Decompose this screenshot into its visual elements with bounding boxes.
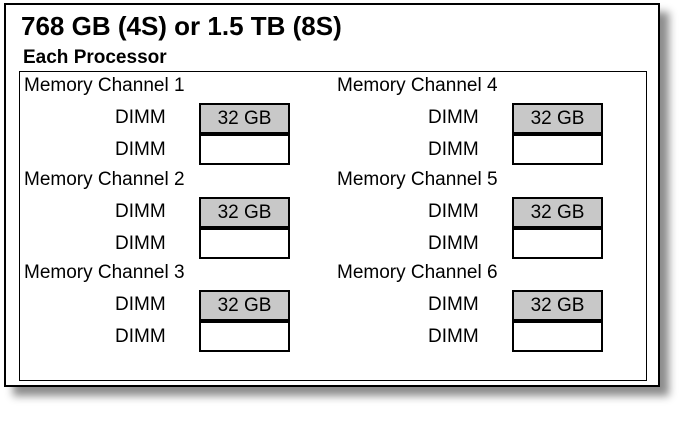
memory-channel-5: Memory Channel 5 DIMM 32 GB DIMM xyxy=(333,166,633,261)
channel-label: Memory Channel 1 xyxy=(24,75,185,96)
dimm-label: DIMM xyxy=(115,326,166,347)
dimm-label: DIMM xyxy=(428,107,479,128)
dimm-label: DIMM xyxy=(428,233,479,254)
dimm-slot-populated: 32 GB xyxy=(512,197,603,228)
memory-channel-2: Memory Channel 2 DIMM 32 GB DIMM xyxy=(20,166,320,261)
config-subtitle: Each Processor xyxy=(23,47,167,68)
config-title: 768 GB (4S) or 1.5 TB (8S) xyxy=(21,11,342,41)
memory-channel-4: Memory Channel 4 DIMM 32 GB DIMM xyxy=(333,72,633,167)
channel-label: Memory Channel 5 xyxy=(337,169,498,190)
dimm-label: DIMM xyxy=(428,139,479,160)
dimm-label: DIMM xyxy=(115,233,166,254)
dimm-label: DIMM xyxy=(115,294,166,315)
dimm-slot-empty xyxy=(512,134,603,165)
dimm-label: DIMM xyxy=(115,139,166,160)
dimm-slot-empty xyxy=(512,228,603,259)
memory-channel-3: Memory Channel 3 DIMM 32 GB DIMM xyxy=(20,259,320,354)
dimm-slot-empty xyxy=(199,321,290,352)
dimm-slot-populated: 32 GB xyxy=(512,103,603,134)
memory-config-card: 768 GB (4S) or 1.5 TB (8S) Each Processo… xyxy=(4,3,660,387)
dimm-slot-populated: 32 GB xyxy=(199,290,290,321)
dimm-slot-populated: 32 GB xyxy=(199,197,290,228)
processor-panel: Memory Channel 1 DIMM 32 GB DIMM Memory … xyxy=(19,71,647,381)
dimm-slot-populated: 32 GB xyxy=(512,290,603,321)
channel-label: Memory Channel 6 xyxy=(337,262,498,283)
channel-label: Memory Channel 4 xyxy=(337,75,498,96)
memory-channel-1: Memory Channel 1 DIMM 32 GB DIMM xyxy=(20,72,320,167)
memory-channel-6: Memory Channel 6 DIMM 32 GB DIMM xyxy=(333,259,633,354)
channel-label: Memory Channel 2 xyxy=(24,169,185,190)
dimm-label: DIMM xyxy=(428,326,479,347)
dimm-slot-empty xyxy=(199,228,290,259)
dimm-label: DIMM xyxy=(115,201,166,222)
dimm-slot-empty xyxy=(512,321,603,352)
dimm-slot-empty xyxy=(199,134,290,165)
dimm-label: DIMM xyxy=(428,201,479,222)
dimm-label: DIMM xyxy=(428,294,479,315)
dimm-label: DIMM xyxy=(115,107,166,128)
dimm-slot-populated: 32 GB xyxy=(199,103,290,134)
channel-label: Memory Channel 3 xyxy=(24,262,185,283)
